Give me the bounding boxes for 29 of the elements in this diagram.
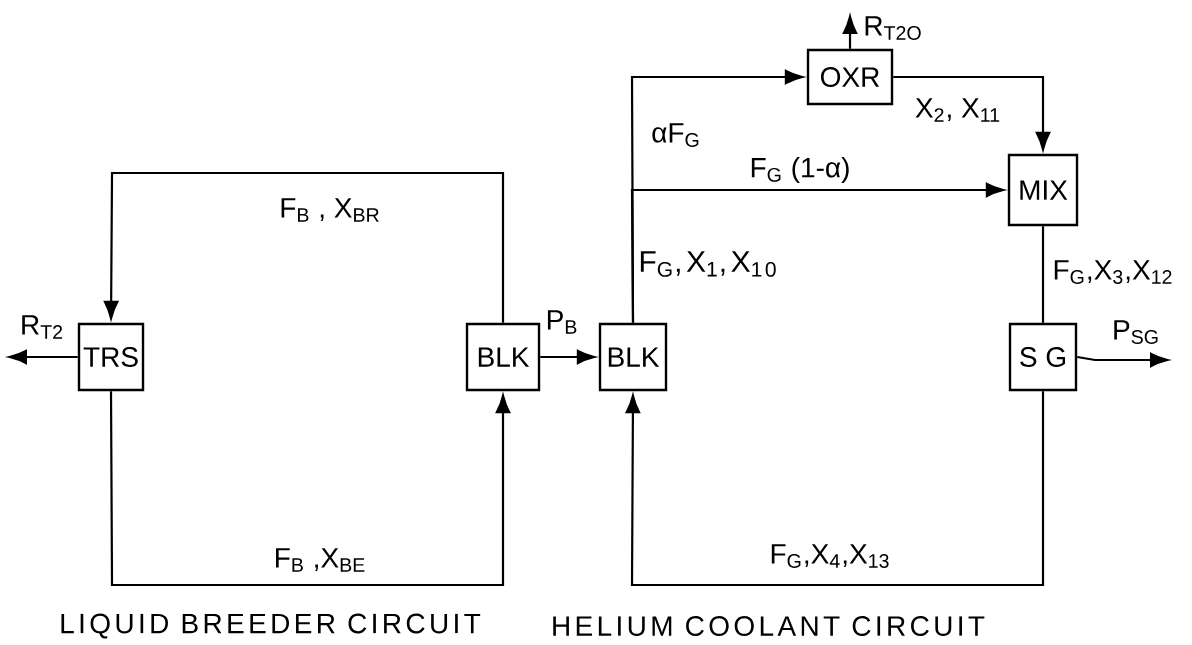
edge-label: αF$_{G}$ [649, 121, 703, 149]
arrow [893, 75, 1051, 151]
arrow [1077, 352, 1169, 368]
edge-label: P$_{SG}$ [1110, 318, 1162, 346]
edge-label: P$_{B}$ [543, 308, 581, 336]
arrow [8, 349, 78, 365]
arrow [842, 15, 858, 49]
edge-label: R$_{T2O}$ [861, 14, 925, 42]
circuit-caption: LIQUID BREEDER CIRCUIT [61, 613, 481, 639]
edge-label: F$_{G}$,X$_{3}$,X$_{12}$ [1050, 258, 1176, 286]
arrow [630, 182, 1005, 323]
arrow [540, 349, 596, 365]
edge-label: X$_{2}$, X$_{11}$ [912, 96, 1004, 124]
process-box: MIX [1007, 153, 1079, 227]
circuit-caption: HELIUM COOLANT CIRCUIT [553, 616, 985, 636]
arrow [103, 171, 505, 323]
process-box: BLK [598, 322, 668, 392]
edge-label: F$_{B}$ ,X$_{BE}$ [271, 546, 369, 574]
flow-label: F$_{G}$,X$_{1}$,X$_{10}$ [640, 251, 776, 277]
arrow [625, 391, 1045, 587]
process-box: BLK [465, 322, 541, 392]
edge-label: R$_{T2}$ [17, 313, 67, 341]
edge-label: F$_{B}$ , X$_{BR}$ [277, 196, 383, 224]
process-box: S G [1008, 322, 1078, 392]
process-box: OXR [806, 48, 894, 106]
edge-label: F$_{G}$,X$_{4}$,X$_{13}$ [767, 542, 893, 570]
process-box: TRS [77, 322, 145, 392]
edge-label: F$_{G}$ (1-α) [747, 154, 853, 186]
arrow [109, 391, 511, 587]
